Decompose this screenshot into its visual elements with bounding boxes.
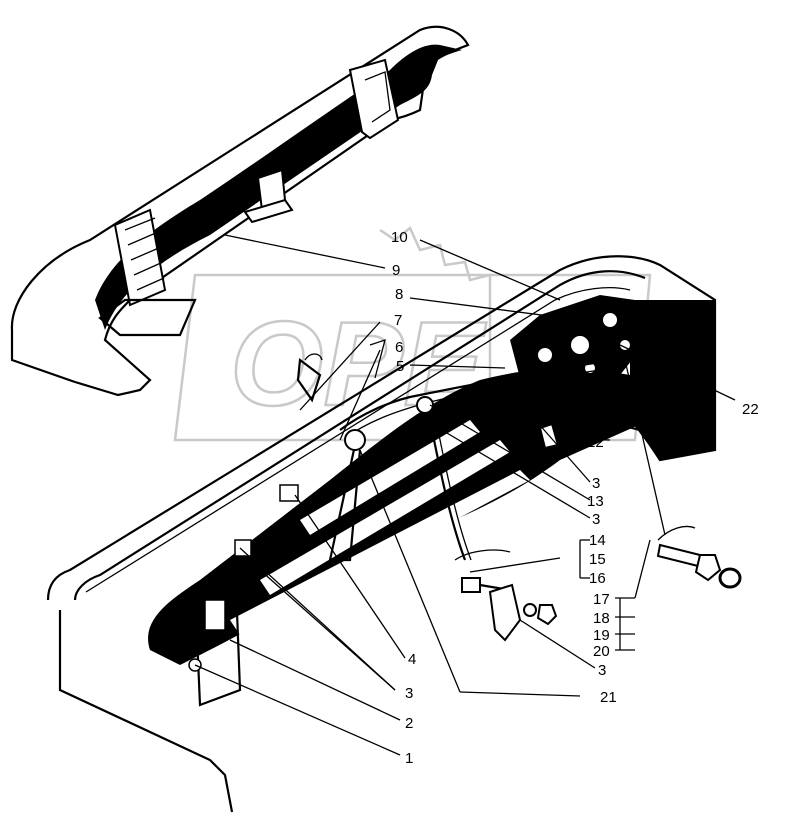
callout-3-bracket: 3 xyxy=(598,662,606,679)
callout-20: 20 xyxy=(593,643,610,660)
callout-3-mid: 3 xyxy=(592,511,600,528)
callout-6: 6 xyxy=(395,339,403,356)
callout-12: 12 xyxy=(587,434,604,451)
callout-9: 9 xyxy=(392,262,400,279)
callout-4: 4 xyxy=(408,651,416,668)
callout-22: 22 xyxy=(742,401,759,418)
callout-3-lower-left: 3 xyxy=(405,685,413,702)
callout-14: 14 xyxy=(589,532,606,549)
callout-11: 11 xyxy=(588,401,604,418)
latch-assembly xyxy=(510,295,640,385)
leader-lines xyxy=(194,234,736,756)
release-cable xyxy=(328,360,601,562)
callout-19: 19 xyxy=(593,627,610,644)
callout-21: 21 xyxy=(600,689,617,706)
callout-16: 16 xyxy=(589,570,606,587)
loose-fastener-kit-left xyxy=(454,549,558,642)
loose-fastener-kit-right xyxy=(656,525,742,589)
callout-10: 10 xyxy=(391,229,408,246)
callout-17: 17 xyxy=(593,591,610,608)
callout-15: 15 xyxy=(589,551,606,568)
callout-2: 2 xyxy=(405,715,413,732)
callout-13: 13 xyxy=(587,493,604,510)
callout-3-upper: 3 xyxy=(592,475,600,492)
callout-7: 7 xyxy=(394,312,402,329)
callout-5: 5 xyxy=(396,358,404,375)
callout-18: 18 xyxy=(593,610,610,627)
callout-labels: 1 2 3 3 3 3 4 5 6 7 8 9 10 11 12 13 14 1… xyxy=(391,229,759,767)
callout-1: 1 xyxy=(405,750,413,767)
lower-hood-panel xyxy=(46,255,717,813)
callout-8: 8 xyxy=(395,286,403,303)
cable-clips xyxy=(234,339,434,557)
upper-hood-assembly xyxy=(10,25,470,397)
